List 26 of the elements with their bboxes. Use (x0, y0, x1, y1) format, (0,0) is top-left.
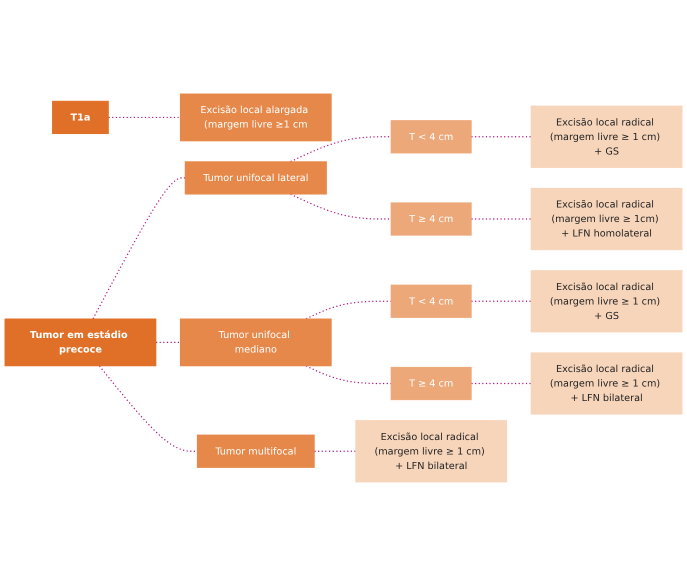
connector (306, 300, 391, 320)
node-box: Excisão local radical (margem livre ≥ 1 cm) + LFN bilateral (530, 352, 682, 415)
connector (156, 342, 180, 344)
node-box: Tumor multifocal (196, 434, 315, 468)
node-box: Tumor unifocal mediano (180, 318, 332, 366)
connector (98, 366, 198, 452)
connector (471, 218, 531, 220)
node-box: T < 4 cm (390, 120, 472, 154)
connector (290, 136, 391, 162)
node-box: Excisão local radical (margem livre ≥ 1cm) + LFN homolateral (530, 188, 682, 250)
node-box: Excisão local radical (margem livre ≥ 1 cm) + LFN bilateral (355, 420, 508, 482)
connector (471, 136, 531, 138)
connector (471, 300, 531, 302)
connector (92, 177, 186, 320)
node-box: T ≥ 4 cm (390, 202, 472, 236)
connector (314, 450, 356, 452)
connector (290, 194, 391, 220)
connector (471, 382, 531, 384)
node-box: Tumor em estádio precoce (4, 318, 156, 366)
node-box: Excisão local radical (margem livre ≥ 1 cm) + GS (530, 106, 682, 168)
node-box: T1a (52, 100, 109, 134)
node-box: T < 4 cm (390, 284, 472, 318)
node-box: T ≥ 4 cm (390, 366, 472, 400)
node-box: Excisão local alargada (margem livre ≥1 cm (180, 94, 332, 142)
node-box: Tumor unifocal lateral (184, 161, 327, 195)
node-box: Excisão local radical (margem livre ≥ 1 cm) + GS (530, 270, 682, 332)
